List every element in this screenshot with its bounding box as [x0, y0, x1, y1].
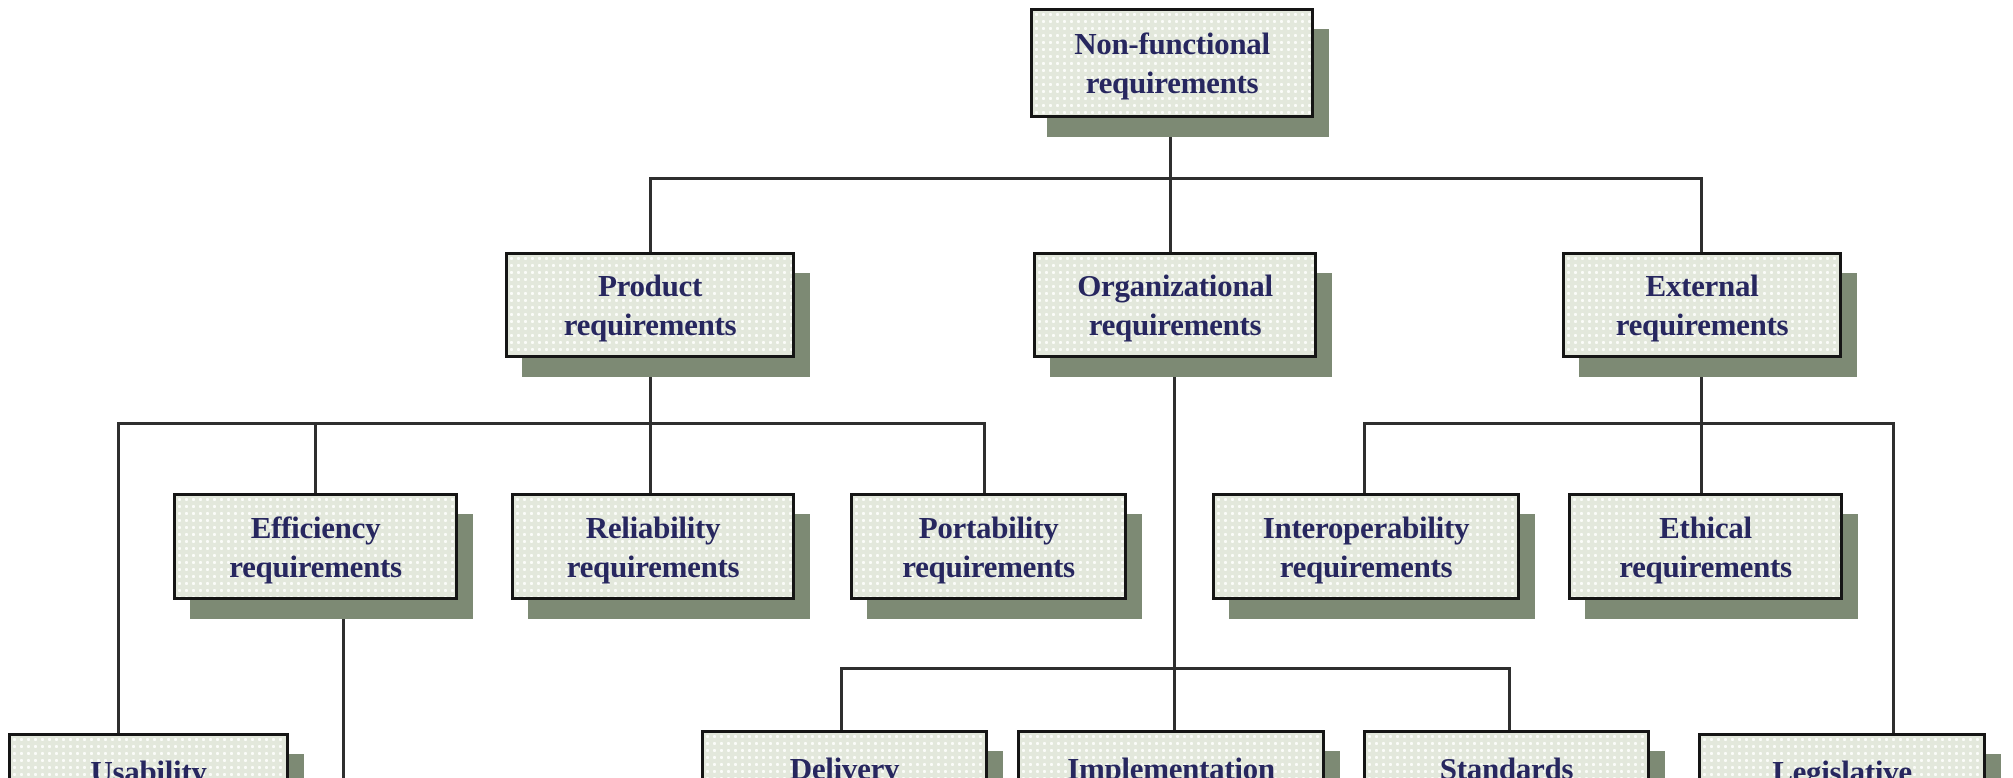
node-standards-requirements: Standards [1363, 730, 1650, 778]
node-label: Interoperability requirements [1262, 509, 1470, 584]
connector-organizational-children-bus [840, 667, 1511, 670]
node-label: Implementation [1067, 751, 1275, 778]
node-label: Product requirements [563, 268, 737, 342]
node-legislative-requirements: Legislative [1698, 733, 1986, 778]
connector-level2-bus [649, 177, 1703, 180]
node-label: Standards [1439, 751, 1574, 778]
node-ethical-requirements: Ethical requirements [1568, 493, 1843, 600]
node-non-functional-requirements: Non-functional requirements [1030, 8, 1314, 118]
node-label: Legislative [1772, 754, 1912, 778]
node-label: External requirements [1615, 268, 1789, 342]
connector-organizational-down [1173, 358, 1176, 730]
node-label: Efficiency requirements [229, 509, 402, 584]
node-label: Reliability requirements [566, 509, 740, 584]
connector-interoperability-drop [1363, 422, 1366, 493]
connector-external-down [1700, 358, 1703, 493]
node-reliability-requirements: Reliability requirements [511, 493, 795, 600]
connector-external-children-bus [1363, 422, 1895, 425]
node-external-requirements: External requirements [1562, 252, 1842, 358]
node-label: Organizational requirements [1077, 268, 1273, 342]
connector-legislative-drop [1892, 422, 1895, 733]
node-label: Delivery [789, 751, 900, 778]
connector-product-children-bus [117, 422, 986, 425]
node-efficiency-requirements: Efficiency requirements [173, 493, 458, 600]
node-organizational-requirements: Organizational requirements [1033, 252, 1317, 358]
connector-product-down [649, 358, 652, 493]
node-delivery-requirements: Delivery [701, 730, 988, 778]
connector-standards-drop [1508, 667, 1511, 730]
node-label: Usability [90, 754, 207, 778]
node-label: Non-functional requirements [1074, 26, 1270, 100]
node-product-requirements: Product requirements [505, 252, 795, 358]
node-implementation-requirements: Implementation [1017, 730, 1325, 778]
node-label: Portability requirements [902, 509, 1075, 584]
node-portability-requirements: Portability requirements [850, 493, 1127, 600]
connector-efficiency-drop [314, 422, 317, 493]
connector-product-drop [649, 177, 652, 252]
connector-usability-drop [117, 422, 120, 733]
connector-root-drop [1169, 118, 1172, 252]
connector-portability-drop [983, 422, 986, 493]
node-interoperability-requirements: Interoperability requirements [1212, 493, 1520, 600]
connector-external-drop [1700, 177, 1703, 252]
node-label: Ethical requirements [1619, 509, 1792, 584]
connector-efficiency-child-drop [342, 600, 345, 778]
node-usability-requirements: Usability [8, 733, 289, 778]
connector-delivery-drop [840, 667, 843, 730]
